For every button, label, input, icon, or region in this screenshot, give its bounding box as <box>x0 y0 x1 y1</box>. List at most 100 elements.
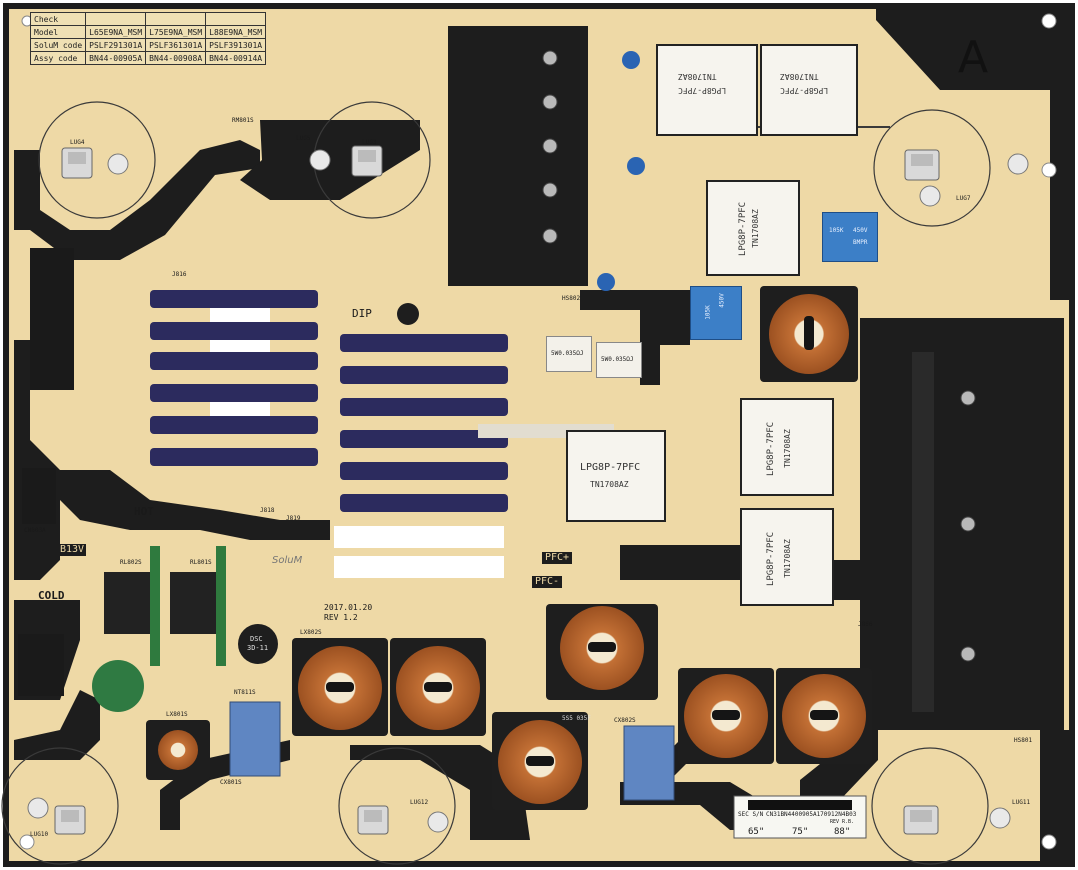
revision-stamp: REV 1.2 <box>324 613 358 622</box>
table-cell: L65E9NA_MSM <box>85 25 147 39</box>
transformer-part: LPG8P-7PFC <box>766 421 777 477</box>
cap-marking: 450V <box>853 227 868 234</box>
pin-row <box>912 352 934 712</box>
table-row: Check <box>29 12 267 26</box>
transformer-top-2: LPG8P-7PFC TN1708AZ <box>760 44 858 136</box>
resistor-marking: 5W0.035ΩJ <box>551 350 584 357</box>
cap-bank-mid <box>340 334 508 512</box>
table-cell: PSLF291301A <box>85 38 147 52</box>
refdes-j818: J818 <box>260 507 275 514</box>
transformer-code: TN1708AZ <box>678 72 717 81</box>
transformer-part: LPG8P-7PFC <box>780 86 829 95</box>
thermistor-label: DSC <box>250 635 263 643</box>
transformer-code: TN1708AZ <box>590 480 629 489</box>
cap-marking: 450V <box>718 293 726 308</box>
transformer-code: TN1708AZ <box>750 209 760 248</box>
transformer-code: TN1708AZ <box>782 429 792 468</box>
film-capacitor-top: 105K 450V BMPR <box>822 212 878 262</box>
model-table: Check Model L65E9NA_MSM L75E9NA_MSM L88E… <box>29 12 267 65</box>
heatsink-screws <box>542 50 976 662</box>
thermistor-value: 3D-11 <box>247 644 269 652</box>
mask-regions <box>14 6 1072 864</box>
refdes-lug5: LUG5 <box>296 135 311 142</box>
chokes <box>158 294 866 804</box>
cold-zone-label: COLD <box>38 589 65 602</box>
refdes-lx801: LX801S <box>166 711 188 718</box>
transformer-right-2: LPG8P-7PFC TN1708AZ <box>740 508 834 606</box>
refdes-lug3: LUG3 <box>362 139 377 146</box>
refdes-rl802: RL802S <box>120 559 142 566</box>
refdes-lug12: LUG12 <box>410 799 429 806</box>
table-cell <box>145 12 207 26</box>
table-cell: BN44-00908A <box>145 51 207 65</box>
refdes-cx801: CX801S <box>220 779 242 786</box>
table-row: Model L65E9NA_MSM L75E9NA_MSM L88E9NA_MS… <box>29 25 267 39</box>
table-cell: Assy code <box>29 51 87 65</box>
serial-rev: REV R.B. <box>830 819 855 825</box>
corner-holes <box>19 13 1057 850</box>
transformer-part: LPG8P-7PFC <box>738 201 749 257</box>
serial-number: CN31BN4400905A170912N4B03 <box>766 811 857 818</box>
b13v-label: B13V <box>58 544 87 556</box>
transformer-part: LPG8P-7PFC <box>766 531 777 587</box>
shunt-resistor-1: 5W0.035ΩJ <box>546 336 592 372</box>
table-cell: BN44-00914A <box>205 51 267 65</box>
transformer-code: TN1708AZ <box>780 72 819 81</box>
date-stamp: 2017.01.20 <box>324 603 373 612</box>
table-row: SoluM code PSLF291301A PSLF361301A PSLF3… <box>29 38 267 52</box>
refdes-lug7: LUG7 <box>956 195 971 202</box>
board-variant-letter: A <box>957 32 989 83</box>
serial-size-75: 75" <box>792 827 809 837</box>
transformer-top-1: LPG8P-7PFC TN1708AZ <box>656 44 758 136</box>
table-row: Assy code BN44-00905A BN44-00908A BN44-0… <box>29 51 267 65</box>
transformer-mid-vertical: LPG8P-7PFC TN1708AZ <box>706 180 800 276</box>
cap-marking: BMPR <box>853 239 868 246</box>
refdes-rl801: RL801S <box>190 559 212 566</box>
table-cell <box>85 12 147 26</box>
refdes-lug10: LUG10 <box>30 831 49 838</box>
table-cell: Model <box>29 25 87 39</box>
refdes-hs802: HS802 <box>562 295 581 302</box>
refdes-j816: J816 <box>172 271 187 278</box>
lugs <box>27 145 1029 835</box>
transformer-center: LPG8P-7PFC TN1708AZ <box>566 430 666 522</box>
table-cell: Check <box>29 12 87 26</box>
dip-label: DIP <box>352 307 372 320</box>
mount-rings <box>1 101 991 865</box>
table-cell: PSLF361301A <box>145 38 207 52</box>
refdes-j819: J819 <box>286 515 301 522</box>
choke-marking: 5S5 035F <box>562 715 591 722</box>
refdes-nt811: NT811S <box>234 689 256 696</box>
refdes-cn803a: CN803A <box>24 527 46 534</box>
table-cell: L75E9NA_MSM <box>145 25 207 39</box>
refdes-lug11: LUG11 <box>1012 799 1031 806</box>
transformer-right-1: LPG8P-7PFC TN1708AZ <box>740 398 834 496</box>
refdes-rm: RM801S <box>232 117 254 124</box>
table-cell: SoluM code <box>29 38 87 52</box>
serial-size-65: 65" <box>748 827 765 837</box>
transformer-code: TN1708AZ <box>782 539 792 578</box>
hot-zone-label: HOT <box>134 505 154 518</box>
table-cell: PSLF391301A <box>205 38 267 52</box>
pfc-minus-label: PFC- <box>532 576 563 588</box>
resistor-marking: 5W0.035ΩJ <box>601 356 634 363</box>
transformer-part: LPG8P-7PFC <box>580 462 641 473</box>
film-capacitor-mid: 105K 450V <box>690 286 742 340</box>
shunt-resistor-2: 5W0.035ΩJ <box>596 342 642 378</box>
table-cell: L88E9NA_MSM <box>205 25 267 39</box>
refdes-j866: J866 <box>858 621 873 628</box>
refdes-cx802: CX802S <box>614 717 636 724</box>
cap-marking: 105K <box>829 227 844 234</box>
pfc-plus-label: PFC+ <box>542 552 573 564</box>
refdes-lug4: LUG4 <box>70 139 85 146</box>
cap-bank-left <box>150 290 318 466</box>
cap-marking: 105K <box>704 305 712 320</box>
table-cell <box>205 12 267 26</box>
table-cell: BN44-00905A <box>85 51 147 65</box>
brand-logo: SoluM <box>272 555 303 566</box>
serial-size-88: 88" <box>834 827 851 837</box>
transformer-part: LPG8P-7PFC <box>678 86 727 95</box>
refdes-hs801: HS801 <box>1014 737 1033 744</box>
refdes-lx802: LX802S <box>300 629 322 636</box>
